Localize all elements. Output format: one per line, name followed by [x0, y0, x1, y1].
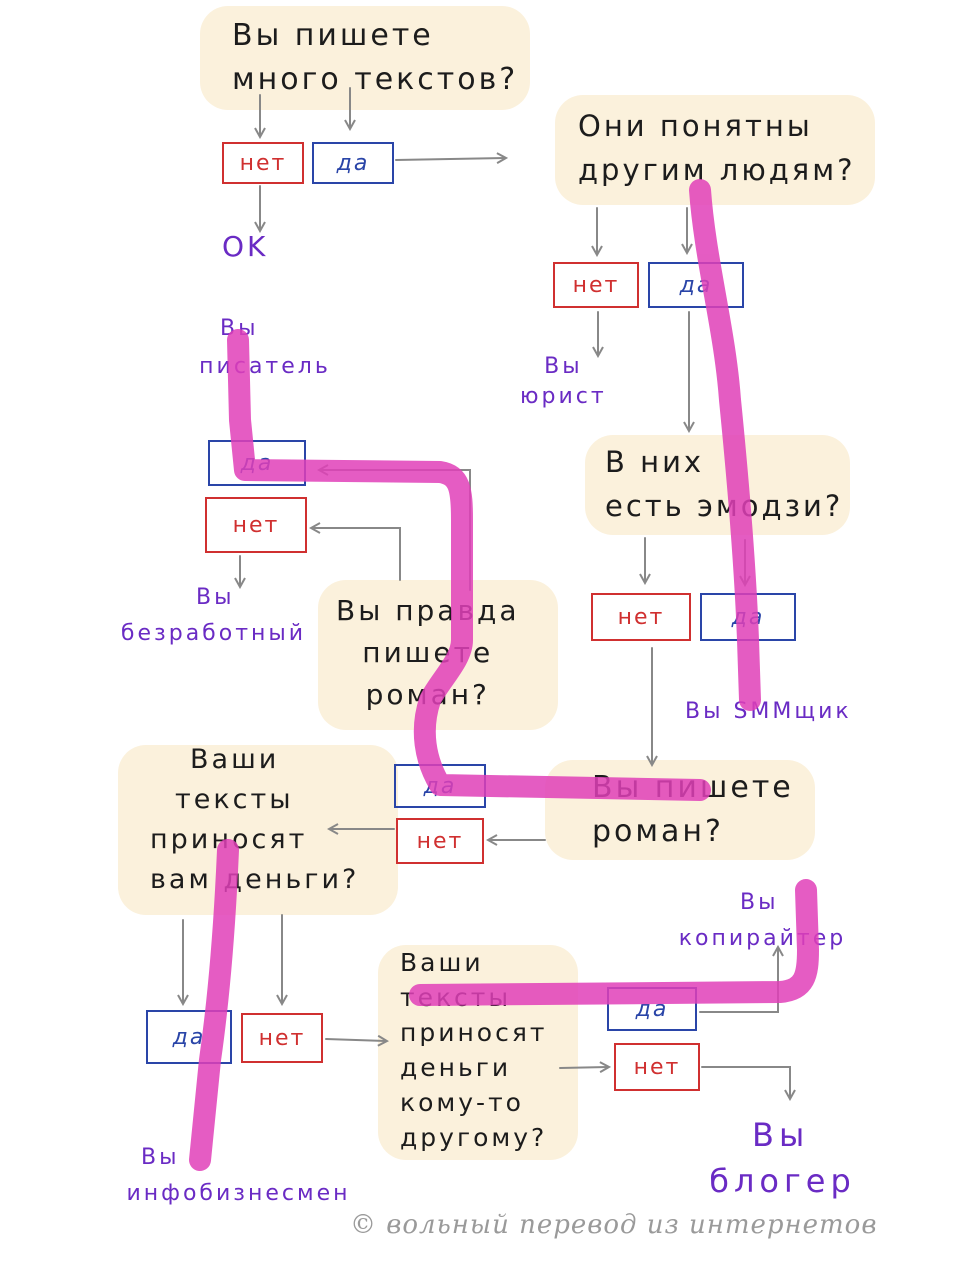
q7-no-box: нет — [614, 1043, 700, 1091]
question-3-line-1: В них — [605, 445, 705, 479]
result-ok: OK — [222, 230, 269, 263]
result-blogger: Вы блогер — [700, 1112, 865, 1204]
result-blogger-line-1: Вы — [752, 1116, 810, 1154]
result-writer-line-2: писатель — [199, 354, 331, 379]
arrow-q1-yes-to-q2 — [395, 158, 505, 160]
q2-no-box: нет — [553, 262, 639, 308]
result-copywriter-line-1: Вы — [740, 890, 779, 915]
question-6: Ваши тексты приносят вам деньги? — [150, 740, 359, 900]
question-7-line-3: приносят — [400, 1018, 548, 1047]
highlight-path-infobiz — [189, 839, 239, 1171]
question-4-line-2: роман? — [592, 814, 724, 849]
question-7-line-5: кому-то — [400, 1088, 524, 1117]
question-2-line-1: Они понятны — [578, 109, 813, 143]
result-lawyer-line-2: юрист — [520, 384, 607, 409]
question-2: Они понятны другим людям? — [578, 104, 856, 192]
question-6-line-2: тексты — [175, 784, 294, 815]
question-1-line-1: Вы пишете — [232, 18, 434, 53]
question-7-bubble — [378, 945, 578, 1160]
highlight-path-copywriter — [409, 879, 819, 1006]
question-1-bubble — [200, 6, 530, 110]
question-1: Вы пишете много текстов? — [232, 14, 518, 102]
question-2-line-2: другим людям? — [578, 153, 856, 187]
arrow-q7-to-no — [559, 1067, 608, 1068]
question-7-line-1: Ваши — [400, 948, 484, 977]
q3-no-box: нет — [591, 593, 691, 641]
question-3-line-2: есть эмодзи? — [605, 489, 844, 523]
result-unemployed-line-2: безработный — [120, 621, 307, 646]
highlight-path-smm — [689, 179, 761, 711]
question-7-line-6: другому? — [400, 1123, 548, 1152]
question-5-line-1: Вы правда — [336, 594, 520, 627]
q6-no-box: нет — [241, 1013, 323, 1063]
result-infobiz-line-2: инфобизнесмен — [126, 1181, 351, 1206]
result-blogger-line-2: блогер — [709, 1162, 856, 1200]
credit-note: © вольный перевод из интернетов — [350, 1210, 878, 1240]
question-4-bubble — [545, 760, 815, 860]
result-lawyer: Вы юрист — [520, 352, 607, 412]
q1-yes-box: да — [312, 142, 394, 184]
result-unemployed: Вы безработный — [106, 580, 321, 652]
question-7-line-4: деньги — [400, 1053, 512, 1082]
question-3-bubble — [585, 435, 850, 535]
arrow-q7-no-to-blogger — [701, 1066, 790, 1098]
result-smm: Вы SMMщик — [685, 699, 852, 724]
arrow-q7-yes-to-copywriter — [699, 948, 778, 1013]
q4-no-box: нет — [396, 818, 484, 864]
result-unemployed-line-1: Вы — [196, 585, 235, 610]
q1-no-box: нет — [222, 142, 304, 184]
result-lawyer-line-1: Вы — [544, 354, 583, 379]
question-2-bubble — [555, 95, 875, 205]
result-writer: Вы писатель — [180, 310, 350, 386]
result-infobiz: Вы инфобизнесмен — [96, 1140, 381, 1212]
result-infobiz-line-1: Вы — [141, 1145, 180, 1170]
question-6-line-1: Ваши — [190, 744, 280, 775]
arrow-q5-to-no — [312, 528, 401, 581]
q5-no-box: нет — [205, 497, 307, 553]
highlight-path-writer — [227, 329, 711, 801]
question-1-line-2: много текстов? — [232, 62, 519, 97]
question-6-line-4: вам деньги? — [150, 864, 360, 895]
arrow-q6-no-to-q7 — [325, 1039, 386, 1041]
q6-yes-box: да — [146, 1010, 232, 1064]
question-3: В них есть эмодзи? — [605, 440, 843, 528]
